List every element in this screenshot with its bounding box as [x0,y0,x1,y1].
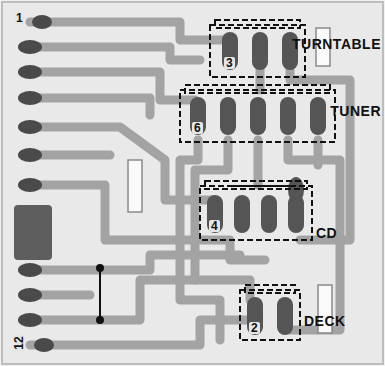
connector-label: TURNTABLE [292,37,381,51]
connector-label: DECK [304,314,346,328]
callout-number: 1 [14,12,25,24]
ground-pad [14,205,52,260]
callout-number: 12 [13,334,25,351]
connector-label: CD [316,226,337,240]
callout-number: 2 [249,322,260,334]
callout-number: 4 [209,220,220,232]
callout-number: 3 [224,57,235,69]
edge-pad [18,15,54,352]
connector-label: TUNER [330,104,381,118]
jumper-wire [97,186,296,323]
component-outline [128,28,332,333]
connector-outline [180,20,335,340]
callout-number: 6 [192,122,203,134]
copper-trace [30,22,350,345]
